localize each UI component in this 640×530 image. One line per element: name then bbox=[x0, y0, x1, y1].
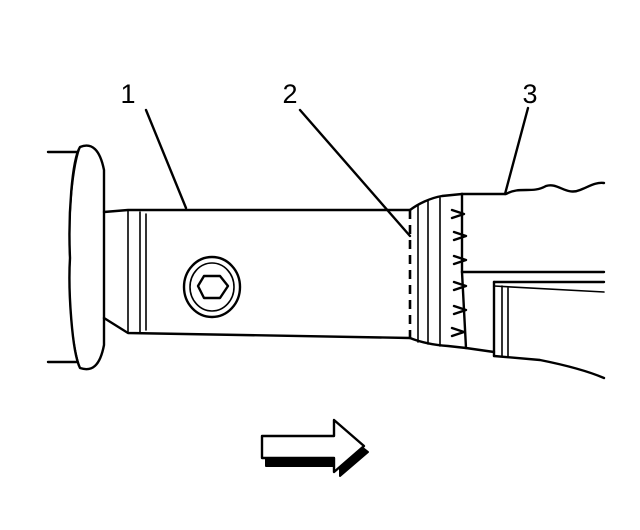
shaft-bolt bbox=[182, 255, 242, 319]
left-flange bbox=[46, 144, 106, 371]
leader-line-3 bbox=[503, 106, 530, 196]
leader-line-2 bbox=[298, 108, 412, 238]
callout-label-2: 2 bbox=[282, 79, 297, 109]
shaft-tube bbox=[102, 208, 412, 340]
splined-collar bbox=[408, 192, 468, 350]
callout-label-3: 3 bbox=[522, 79, 537, 109]
direction-arrow-icon bbox=[260, 418, 369, 477]
callout-label-1: 1 bbox=[120, 79, 135, 109]
transmission-housing bbox=[460, 181, 606, 380]
leader-line-1 bbox=[144, 108, 188, 210]
